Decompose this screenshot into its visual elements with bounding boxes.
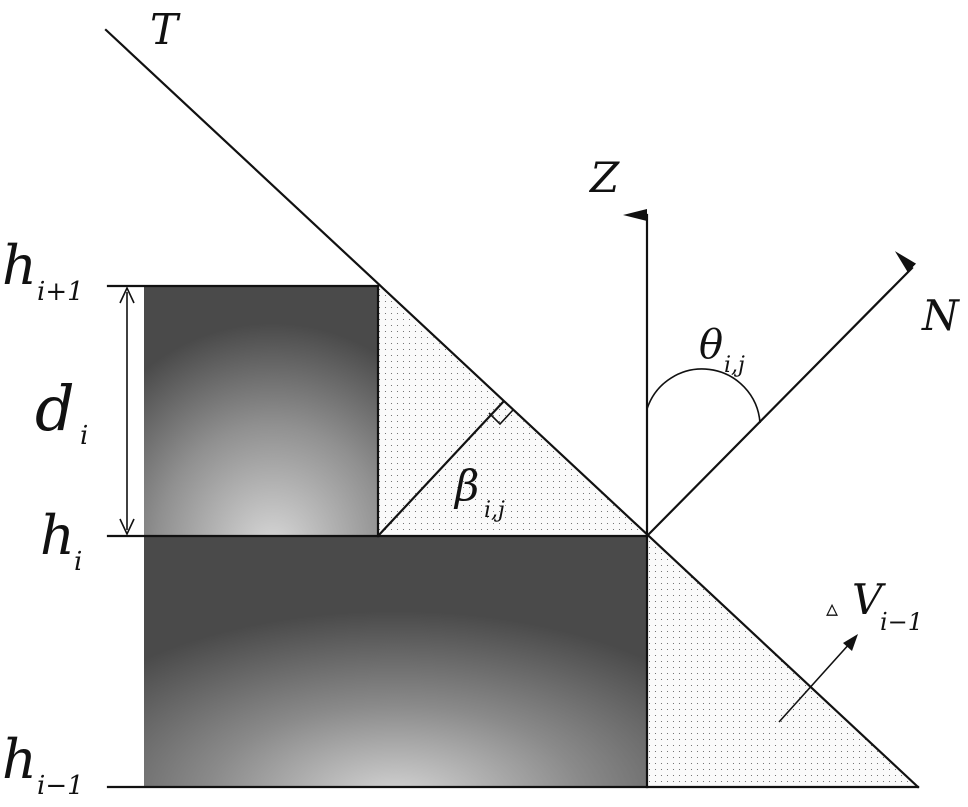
theta-arc (646, 368, 761, 424)
thickness-arrow-bottom-head (119, 518, 135, 536)
label-beta: β i,j (453, 461, 505, 523)
svg-text:d: d (35, 372, 75, 445)
svg-text:h: h (2, 234, 37, 297)
label-theta: θ i,j (699, 322, 745, 378)
label-delta-v: ▵ V i−1 (826, 575, 923, 636)
label-thickness: d i (35, 372, 88, 451)
svg-text:V: V (852, 575, 886, 624)
svg-text:i,j: i,j (724, 353, 745, 378)
svg-text:i−1: i−1 (37, 771, 84, 801)
svg-text:h: h (40, 504, 75, 567)
label-normal: N (921, 291, 960, 340)
normal-vector (645, 251, 917, 538)
delta-v-arrow (778, 641, 852, 723)
svg-text:i,j: i,j (484, 498, 505, 523)
svg-text:i: i (74, 547, 82, 577)
svg-text:▵: ▵ (826, 594, 838, 622)
svg-text:h: h (2, 728, 37, 791)
lower-block (144, 536, 647, 787)
svg-text:i+1: i+1 (37, 277, 84, 307)
delta-v-arrow-head (843, 634, 858, 651)
label-tangent: T (150, 5, 181, 54)
tangent-line (104, 28, 920, 789)
svg-text:i−1: i−1 (880, 608, 923, 636)
upper-block (144, 286, 378, 536)
label-h-lower: h i−1 (2, 728, 84, 801)
label-h-upper: h i+1 (2, 234, 84, 307)
svg-text:i: i (80, 421, 88, 451)
svg-text:θ: θ (699, 322, 723, 368)
right-angle-mark (488, 409, 514, 426)
svg-text:β: β (453, 461, 479, 510)
label-z-axis: Z (588, 153, 620, 202)
beta-perpendicular (376, 400, 505, 538)
thickness-arrow-top-head (119, 286, 135, 304)
label-h-mid: h i (40, 504, 82, 577)
